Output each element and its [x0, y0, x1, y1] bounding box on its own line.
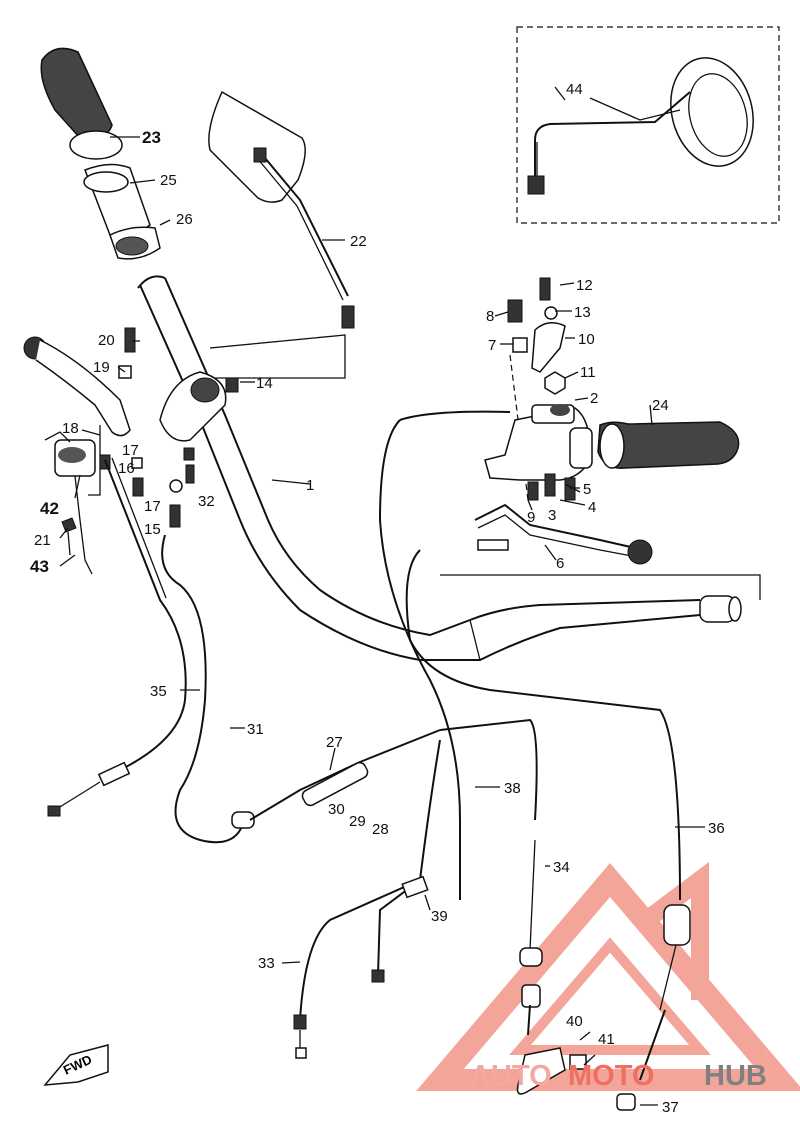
leader-lines [59, 86, 705, 1106]
callout-3: 3 [548, 507, 556, 524]
callout-21: 21 [34, 532, 51, 549]
fwd-arrow: FWD [43, 1044, 109, 1086]
callout-20: 20 [98, 332, 115, 349]
left-grip [40, 47, 113, 139]
callout-16: 16 [118, 460, 135, 477]
callout-17b: 17 [144, 498, 161, 515]
callout-44: 44 [566, 81, 583, 98]
round-mirror [670, 57, 754, 167]
callout-15: 15 [144, 521, 161, 538]
rect-mirror-22 [208, 90, 355, 329]
callout-24: 24 [652, 397, 669, 414]
clutch-lever [35, 339, 131, 437]
callout-23: 23 [142, 128, 161, 147]
handlebar-1 [137, 275, 742, 661]
callout-39: 39 [431, 908, 448, 925]
callout-27: 27 [326, 734, 343, 751]
callout-37: 37 [662, 1099, 679, 1116]
watermark-text: AUTO MOTO HUB [470, 1060, 767, 1092]
callout-19: 19 [93, 359, 110, 376]
callout-5: 5 [583, 481, 591, 498]
watermark-logo [416, 862, 800, 1091]
callout-31: 31 [247, 721, 264, 738]
throttle-junction-27 [301, 761, 369, 807]
small-hardware-left [131, 447, 195, 528]
callout-33: 33 [258, 955, 275, 972]
left-switch-42 [44, 425, 111, 575]
rect-mirror [208, 90, 306, 203]
callout-8: 8 [486, 308, 494, 325]
right-grip-24 [597, 421, 740, 469]
parts-40-41 [516, 1047, 587, 1095]
callout-36: 36 [708, 820, 725, 837]
callout-13: 13 [574, 304, 591, 321]
lever-ball-end [627, 539, 653, 565]
right-top-hardware [507, 277, 566, 395]
callout-9: 9 [527, 509, 535, 526]
callout-4: 4 [588, 499, 596, 516]
callout-30: 30 [328, 801, 345, 818]
mirror-22-bolt [341, 305, 355, 329]
callout-26: 26 [176, 211, 193, 228]
callout-35: 35 [150, 683, 167, 700]
left-lever-group [23, 327, 239, 442]
callout-2: 2 [590, 390, 598, 407]
callout-43: 43 [30, 557, 49, 576]
callout-11: 11 [580, 364, 596, 381]
callout-40: 40 [566, 1013, 583, 1030]
optional-parts-box [516, 26, 780, 224]
cables [47, 410, 691, 1111]
callout-12: 12 [576, 277, 593, 294]
left-grip-assembly [40, 47, 161, 260]
callout-1: 1 [306, 477, 314, 494]
callout-41: 41 [598, 1031, 615, 1048]
callout-42: 42 [40, 499, 59, 518]
callout-7: 7 [488, 337, 496, 354]
callout-29: 29 [349, 813, 366, 830]
watermark-hub: HUB [704, 1060, 767, 1092]
callout-25: 25 [160, 172, 177, 189]
mirror-stem-bolt [527, 175, 545, 195]
watermark-moto: MOTO [568, 1060, 654, 1092]
callout-28: 28 [372, 821, 389, 838]
callout-10: 10 [578, 331, 595, 348]
mirror-44-group [516, 26, 780, 224]
callout-17a: 17 [122, 442, 139, 459]
callout-18: 18 [62, 420, 79, 437]
callout-34: 34 [553, 859, 570, 876]
callout-6: 6 [556, 555, 564, 572]
callout-32: 32 [198, 493, 215, 510]
right-control-group [474, 404, 653, 565]
callout-22: 22 [350, 233, 367, 250]
callout-14: 14 [256, 375, 273, 392]
brake-cap [531, 322, 566, 373]
watermark-auto: AUTO [470, 1060, 552, 1092]
callouts: 23 25 26 22 44 20 19 14 18 17 16 17 15 3… [30, 81, 725, 1116]
callout-38: 38 [504, 780, 521, 797]
